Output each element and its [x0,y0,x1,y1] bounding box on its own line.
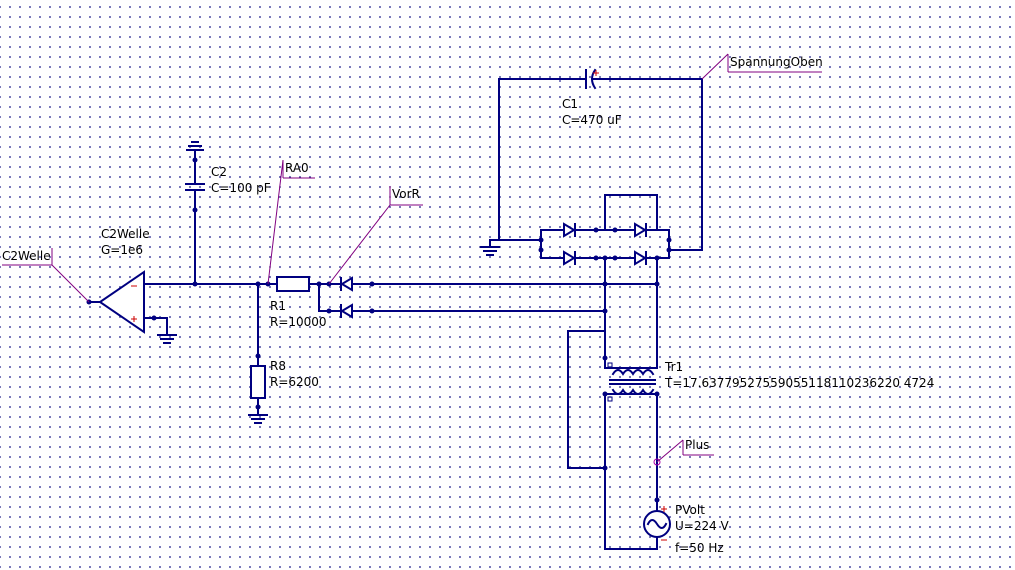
r8-resistor[interactable] [248,283,268,424]
c1-value: C=470 uF [562,113,622,127]
r1-value: R=10000 [270,315,327,329]
node-label-c2welle-text: C2Welle [2,249,51,263]
c2-capacitor[interactable] [185,141,205,285]
transformer-tr1[interactable] [602,355,660,501]
r1-resistor[interactable] [265,276,310,292]
c1-name: C1 [562,97,578,111]
node-label-vorr[interactable]: VorR [328,186,423,285]
top-loop-wires[interactable] [498,78,703,251]
main-signal-wire[interactable] [143,281,660,314]
tr1-name: Tr1 [664,360,683,374]
transformer-secondary-loop[interactable] [567,330,606,550]
vorr-diodes[interactable] [340,276,353,319]
ground-symbol-bridge [480,239,542,256]
node-label-spannungoben-text: SpannungOben [730,55,823,69]
tr1-value: T=17.63779527559055118110236220 4724 [664,376,934,390]
opamp-value: G=1e6 [101,243,143,257]
node-label-plus[interactable]: Plus [653,438,714,466]
r8-value: R=6200 [270,375,319,389]
pvolt-name: PVolt [675,503,705,517]
bridge-rectifier[interactable] [538,194,703,359]
pvolt-source[interactable] [604,497,671,550]
node-label-ra0-text: RA0 [285,161,309,175]
r8-name: R8 [270,359,286,373]
node-label-plus-text: Plus [685,438,709,452]
opamp-name: C2Welle [101,227,150,241]
pvolt-value: U=224 V [675,519,730,533]
r1-name: R1 [270,299,286,313]
node-label-ra0[interactable]: RA0 [267,159,315,285]
node-label-c2welle[interactable]: C2Welle [2,248,90,303]
pvolt-frequency: f=50 Hz [675,541,724,555]
c2-value: C=100 pF [211,181,271,195]
node-label-vorr-text: VorR [392,187,420,201]
node-label-spannungoben[interactable]: SpannungOben [701,53,823,80]
opamp-c2welle[interactable] [86,270,177,344]
c2-name: C2 [211,165,227,179]
c1-capacitor[interactable] [498,68,703,90]
